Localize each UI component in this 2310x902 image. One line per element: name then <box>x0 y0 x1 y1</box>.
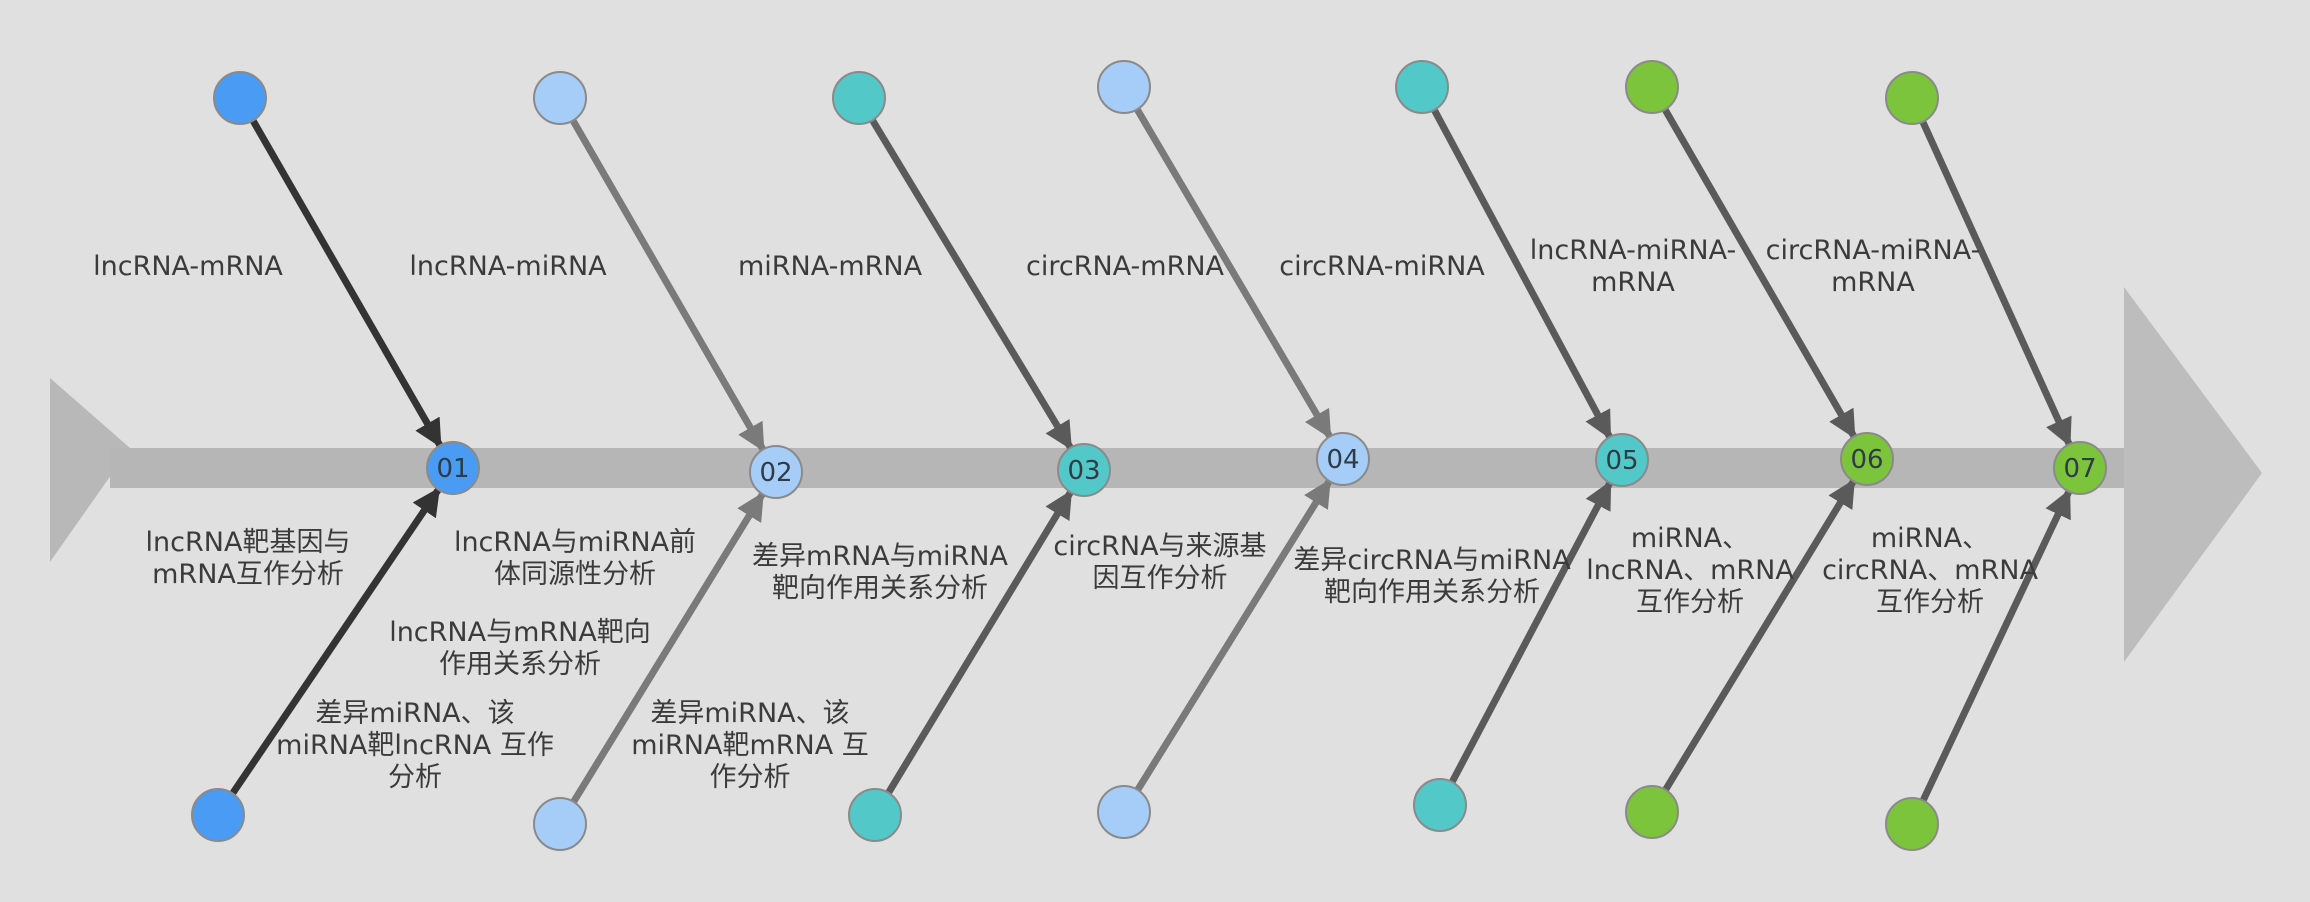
hub-node-05 <box>1595 433 1649 487</box>
end-node-bottom-01 <box>191 788 245 842</box>
end-node-top-06 <box>1625 60 1679 114</box>
end-node-top-01 <box>213 71 267 125</box>
hub-number-07: 07 <box>2063 454 2096 484</box>
bottom-label-05: 差异circRNA与miRNA 靶向作用关系分析 <box>1293 545 1571 608</box>
bone-top-07 <box>1919 120 2073 447</box>
bottom-label-07: miRNA、 circRNA、mRNA 互作分析 <box>1822 523 2038 618</box>
bone-top-06 <box>1661 107 1858 439</box>
extra-label-03: 差异miRNA、该 miRNA靶mRNA 互 作分析 <box>631 698 869 793</box>
bone-top-04 <box>1134 107 1333 440</box>
bone-bottom-01 <box>229 487 442 796</box>
extra-label-01: 差异miRNA、该 miRNA靶lncRNA 互作 分析 <box>276 698 554 793</box>
bone-bottom-02 <box>570 491 766 804</box>
end-node-bottom-04 <box>1097 785 1151 839</box>
end-node-top-02 <box>533 71 587 125</box>
top-label-02: lncRNA-miRNA <box>409 251 607 282</box>
hub-node-06 <box>1840 432 1894 486</box>
hub-number-03: 03 <box>1067 456 1100 486</box>
end-node-top-07 <box>1885 71 1939 125</box>
top-label-05: circRNA-miRNA <box>1279 251 1485 282</box>
spine-bar <box>110 448 2130 488</box>
bone-bottom-04 <box>1134 478 1333 792</box>
top-label-06: lncRNA-miRNA- mRNA <box>1529 235 1737 298</box>
top-label-07: circRNA-miRNA- mRNA <box>1765 235 1981 298</box>
bottom-label-04: circRNA与来源基 因互作分析 <box>1053 531 1267 594</box>
end-node-bottom-07 <box>1885 797 1939 851</box>
end-node-bottom-06 <box>1625 785 1679 839</box>
hub-number-02: 02 <box>759 458 792 488</box>
hub-node-03 <box>1057 443 1111 497</box>
end-node-bottom-05 <box>1413 778 1467 832</box>
hub-number-01: 01 <box>436 454 469 484</box>
spine-tail <box>50 378 130 562</box>
end-node-top-04 <box>1097 60 1151 114</box>
hub-number-06: 06 <box>1850 445 1883 475</box>
top-label-03: miRNA-mRNA <box>737 251 923 282</box>
end-node-bottom-03 <box>848 788 902 842</box>
bone-bottom-07 <box>1919 488 2073 802</box>
top-label-01: lncRNA-mRNA <box>93 251 283 282</box>
bone-bottom-05 <box>1449 480 1613 784</box>
bottom-label-06: miRNA、 lncRNA、mRNA 互作分析 <box>1586 523 1794 618</box>
extra-label-02: lncRNA与mRNA靶向 作用关系分析 <box>389 617 651 680</box>
hub-node-02 <box>749 445 803 499</box>
end-node-top-05 <box>1395 60 1449 114</box>
hub-node-04 <box>1316 432 1370 486</box>
bottom-label-03: 差异mRNA与miRNA 靶向作用关系分析 <box>752 541 1008 604</box>
bone-top-03 <box>869 118 1074 451</box>
hub-number-05: 05 <box>1605 446 1638 476</box>
bone-top-02 <box>569 118 767 452</box>
hub-node-01 <box>426 441 480 495</box>
end-node-top-03 <box>832 71 886 125</box>
bottom-label-01: lncRNA靶基因与 mRNA互作分析 <box>145 527 351 590</box>
bone-bottom-03 <box>885 489 1074 795</box>
bone-top-05 <box>1431 108 1613 440</box>
hub-node-07 <box>2053 441 2107 495</box>
bone-top-01 <box>249 118 444 448</box>
bottom-label-02: lncRNA与miRNA前 体同源性分析 <box>453 527 697 590</box>
bone-bottom-06 <box>1662 478 1857 792</box>
top-label-04: circRNA-mRNA <box>1025 251 1225 282</box>
spine-arrow-head <box>2124 287 2262 662</box>
end-node-bottom-02 <box>533 797 587 851</box>
hub-number-04: 04 <box>1326 445 1359 475</box>
